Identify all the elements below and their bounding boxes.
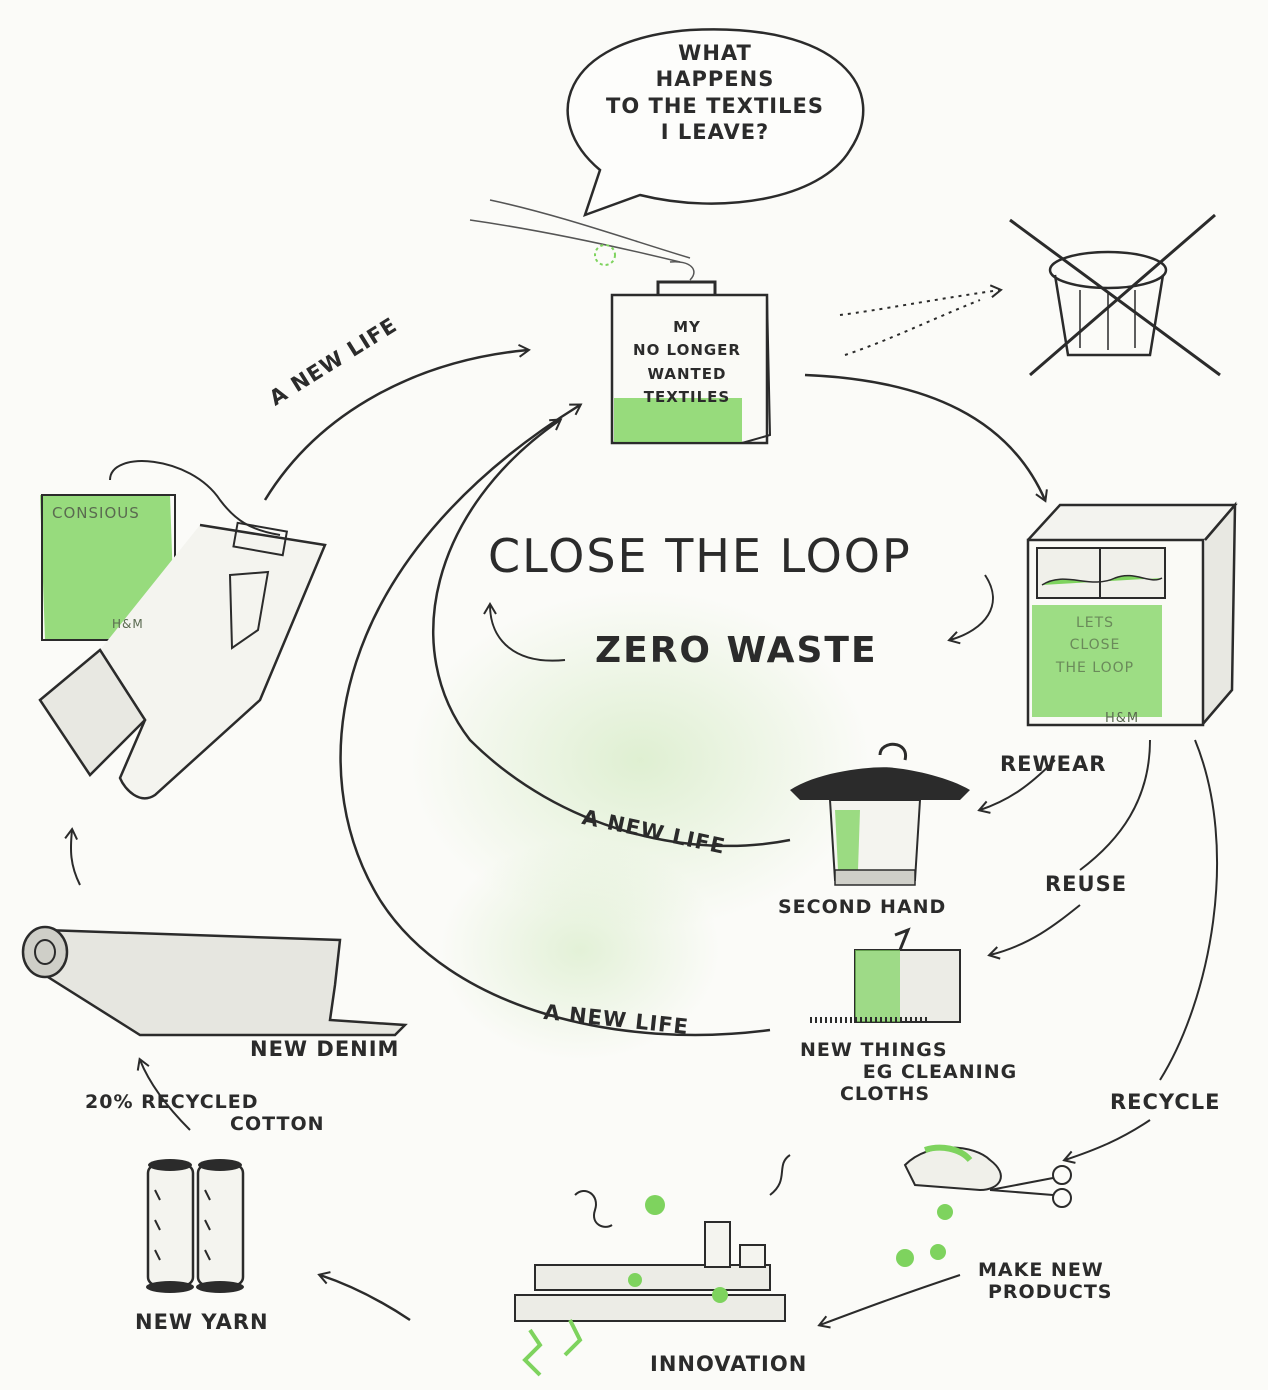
dotted-arrow-to-bin: [839, 284, 1003, 316]
sparkle-icon: [594, 244, 616, 266]
second-hand-label: SECOND HAND: [778, 896, 947, 918]
arrow-make-new-products: [817, 1274, 961, 1329]
speech-bubble-text: WHAT HAPPENS TO THE TEXTILES I LEAVE?: [580, 40, 850, 145]
new-things-line-3: CLOTHS: [839, 1082, 931, 1105]
recycle-scissors-icon: [896, 1144, 1072, 1267]
denim-roll-icon: [21, 925, 408, 1037]
innovation-label: INNOVATION: [650, 1352, 808, 1376]
new-yarn-label: NEW YARN: [135, 1310, 269, 1334]
new-things-line-1: NEW THINGS: [800, 1039, 948, 1061]
make-new-products-label: MAKE NEW PRODUCTS: [978, 1259, 1113, 1304]
bag-line-4: TEXTILES: [643, 387, 731, 406]
box-line-1: LETS: [1075, 615, 1115, 631]
box-brand: H&M: [1105, 711, 1140, 726]
bubble-line-4: I LEAVE?: [660, 119, 770, 144]
new-things-line-2: EG CLEANING: [862, 1060, 1018, 1083]
hanger-top-icon: [790, 742, 970, 886]
bubble-line-2: HAPPENS: [655, 67, 775, 92]
bag-line-1: MY: [673, 318, 701, 336]
box-line-2: CLOSE: [1069, 637, 1121, 654]
rewear-label: REWEAR: [1000, 752, 1107, 776]
textile-bag-icon: [610, 280, 772, 445]
new-things-label: NEW THINGS EG CLEANING CLOTHS: [800, 1039, 1080, 1106]
arrow-denim-to-jeans: [64, 827, 81, 886]
jeans-tag-label: CONSIOUS: [52, 504, 140, 522]
arrow-reuse: [987, 904, 1081, 960]
collection-box-icon: [1026, 501, 1238, 727]
recycled-line-2: COTTON: [230, 1112, 325, 1135]
arrow-yarn-to-denim: [136, 1057, 191, 1131]
arrow-box-to-recycle: [1159, 739, 1219, 1081]
speech-bubble-shape: [566, 28, 865, 218]
bag-line-3: WANTED: [647, 364, 727, 383]
arrow-innovation-to-yarn: [317, 1271, 411, 1322]
box-label: LETS CLOSE THE LOOP: [1035, 612, 1155, 679]
hand-icon: [469, 199, 695, 281]
bubble-line-3: TO THE TEXTILES: [606, 93, 824, 118]
cleaning-cloth-icon: [810, 927, 961, 1023]
arrow-recycle: [1062, 1119, 1151, 1164]
crossed-trash-bin-icon: [1009, 213, 1221, 377]
yarn-spools-icon: [146, 1159, 245, 1293]
loop-arrow-second-hand: [432, 418, 791, 848]
make-new-line-1: MAKE NEW: [978, 1259, 1104, 1281]
bag-line-2: NO LONGER: [633, 341, 741, 360]
box-line-3: THE LOOP: [1055, 659, 1135, 676]
green-watercolor-wash-2: [440, 840, 720, 1060]
arrow-jeans-to-bag: [263, 343, 531, 501]
recycle-label: RECYCLE: [1110, 1090, 1221, 1114]
recycled-line-1: 20% RECYCLED: [85, 1091, 259, 1113]
loop-arrow-new-things: [339, 403, 771, 1037]
arrow-bag-to-box: [804, 373, 1048, 503]
bubble-line-1: WHAT: [678, 41, 752, 65]
jeans-tag-brand: H&M: [112, 617, 144, 631]
make-new-line-2: PRODUCTS: [988, 1280, 1113, 1303]
diagram-title: CLOSE THE LOOP: [488, 529, 912, 583]
bag-label: MY NO LONGER WANTED TEXTILES: [612, 316, 762, 409]
dotted-arrow-to-bin-2: [844, 299, 981, 356]
innovation-machine-icon: [514, 1154, 791, 1377]
arrow-box-to-reuse: [1079, 739, 1151, 871]
reuse-label: REUSE: [1045, 872, 1128, 896]
recycled-cotton-label: 20% RECYCLED COTTON: [85, 1091, 325, 1136]
diagram-subtitle: ZERO WASTE: [595, 630, 878, 671]
jeans-icon: [38, 460, 327, 800]
new-denim-label: NEW DENIM: [250, 1037, 400, 1061]
arrow-rewear: [977, 759, 1056, 814]
curl-arrow-right: [947, 574, 994, 645]
curl-arrow-left: [483, 602, 566, 662]
